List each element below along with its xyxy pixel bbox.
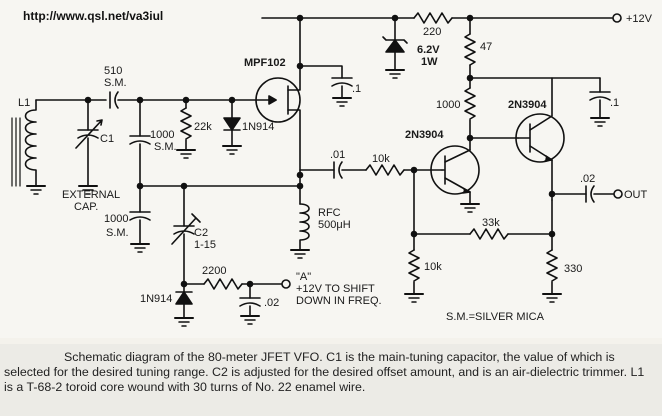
resistor-2200 <box>203 278 243 290</box>
zener-diode <box>385 39 405 53</box>
cap-bypass-2 <box>589 91 611 101</box>
site-url: http://www.qsl.net/va3iul <box>23 9 164 23</box>
caption-text: Schematic diagram of the 80-meter JFET V… <box>4 350 645 394</box>
resistor-10k-shunt <box>408 249 420 282</box>
figure-caption: Schematic diagram of the 80-meter JFET V… <box>0 344 662 416</box>
label-c2-range: 1-15 <box>194 239 216 251</box>
label-jfet: MPF102 <box>244 57 286 69</box>
cap-02-output <box>585 185 595 203</box>
label-l1: L1 <box>18 97 30 109</box>
inductor-l1 <box>24 99 37 187</box>
resistor-47 <box>464 33 476 66</box>
label-ext-cap-1: EXTERNAL <box>62 189 120 201</box>
cap-bypass-1 <box>331 77 353 87</box>
label-out: OUT <box>624 189 648 201</box>
resistor-10k-series <box>365 164 405 176</box>
diode-1n914-lower <box>175 291 193 305</box>
transistor-q1-body <box>430 145 480 195</box>
label-zener-w: 1W <box>421 56 438 68</box>
label-c1000b-val: 1000 <box>104 213 128 225</box>
label-sm-note: S.M.=SILVER MICA <box>446 311 545 323</box>
label-c-bypass2: .1 <box>610 97 619 109</box>
label-ext-cap-2: CAP. <box>74 201 98 213</box>
trimmer-cap-c2 <box>171 213 201 245</box>
label-rfc-2: 500μH <box>318 219 351 231</box>
label-shift-2: DOWN IN FREQ. <box>296 295 382 307</box>
resistor-220 <box>413 12 453 24</box>
label-plus12v: +12V <box>626 13 653 25</box>
label-c2: C2 <box>194 227 208 239</box>
label-d1n914a: 1N914 <box>242 121 274 133</box>
label-r1000: 1000 <box>436 99 460 111</box>
label-c510-val: 510 <box>104 65 122 77</box>
label-d1n914b: 1N914 <box>140 293 172 305</box>
label-r2200: 2200 <box>202 265 226 277</box>
resistor-1000 <box>464 87 476 120</box>
label-r330: 330 <box>564 263 582 275</box>
label-c01: .01 <box>330 149 345 161</box>
label-c02-bottom: .02 <box>264 297 279 309</box>
label-r22k: 22k <box>194 121 212 133</box>
label-r10k-series: 10k <box>372 153 390 165</box>
cap-1000-upper <box>129 135 151 145</box>
label-r47: 47 <box>480 41 492 53</box>
label-c510-sm: S.M. <box>104 77 127 89</box>
label-c-bypass1: .1 <box>352 83 361 95</box>
label-q2: 2N3904 <box>508 99 547 111</box>
transistor-q2-body <box>515 113 565 163</box>
variable-cap-c1 <box>75 119 103 149</box>
label-r33k: 33k <box>482 217 500 229</box>
label-c1000a-sm: S.M. <box>154 141 177 153</box>
cap-02-bottom <box>239 297 261 307</box>
label-c1000b-sm: S.M. <box>106 227 129 239</box>
label-shift-1: +12V TO SHIFT <box>296 283 375 295</box>
label-c1: C1 <box>100 133 114 145</box>
label-node-a: "A" <box>296 271 311 283</box>
cap-510 <box>109 91 119 109</box>
label-c02-out: .02 <box>580 173 595 185</box>
circuit-drawing: +12V 220 6.2V 1W 47 MPF102 .1 510 S.M. L… <box>11 12 653 327</box>
label-c1000a-val: 1000 <box>150 129 174 141</box>
label-zener-v: 6.2V <box>417 44 440 56</box>
label-rfc-1: RFC <box>318 207 341 219</box>
diode-1n914-gate <box>223 117 241 131</box>
cap-1000-lower <box>129 211 151 221</box>
label-q1: 2N3904 <box>405 129 444 141</box>
cap-01-coupling <box>333 161 343 179</box>
resistor-330 <box>546 249 558 282</box>
resistor-33k <box>469 228 509 240</box>
schematic-diagram: http://www.qsl.net/va3iul <box>11 9 653 327</box>
resistor-22k <box>180 107 192 140</box>
rfc-choke <box>299 203 310 251</box>
label-r220: 220 <box>423 26 441 38</box>
label-r10k-shunt: 10k <box>424 261 442 273</box>
